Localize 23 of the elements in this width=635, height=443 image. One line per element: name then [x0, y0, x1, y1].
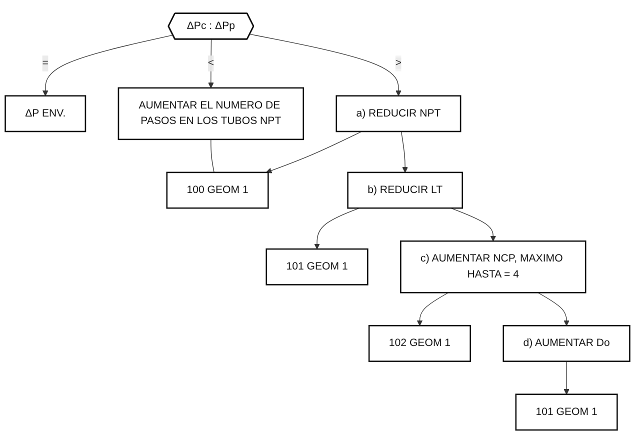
node-box: 100 GEOM 1 [166, 172, 269, 209]
arrow [416, 292, 449, 326]
arrow [266, 131, 362, 174]
node-box: AUMENTAR EL NUMERO DE PASOS EN LOS TUBOS NPT [118, 87, 304, 140]
node-box: a) REDUCIR NPT [336, 95, 462, 132]
node-box: 102 GEOM 1 [368, 324, 472, 362]
node-box: c) AUMENTAR NCP, MAXIMO HASTA = 4 [400, 240, 586, 294]
node-box: 101 GEOM 1 [515, 394, 618, 430]
connector [210, 138, 214, 173]
arrow [450, 208, 496, 242]
arrow [564, 360, 570, 394]
node-box: d) AUMENTAR Do [502, 324, 630, 362]
arrow [208, 38, 214, 88]
arrow [42, 34, 174, 96]
edge-label: < [208, 57, 214, 69]
node-box: b) REDUCIR LT [347, 172, 464, 209]
node-box: 101 GEOM 1 [266, 248, 368, 286]
arrow [314, 208, 360, 250]
arrow [538, 292, 570, 326]
edge-label: = [42, 57, 48, 69]
arrow [400, 131, 408, 173]
node-box: ΔP ENV. [4, 95, 86, 132]
edge-label: > [395, 57, 402, 69]
